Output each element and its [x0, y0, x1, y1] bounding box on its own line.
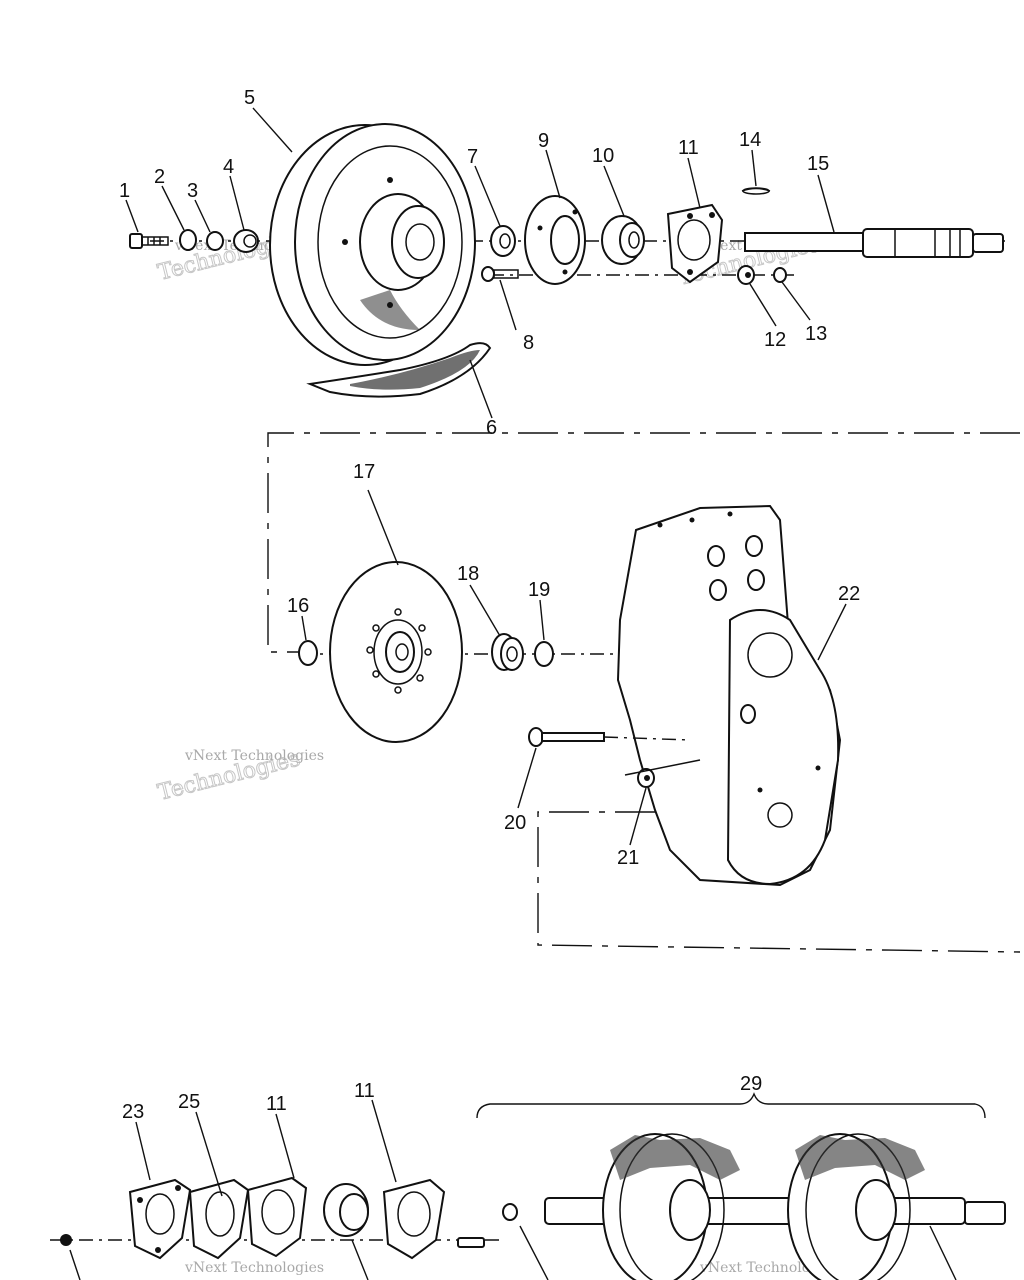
screw-part-8 [481, 266, 519, 282]
callout-14: 14 [739, 129, 761, 151]
lock-washer-part-13 [773, 267, 787, 283]
belt-hatch [350, 350, 480, 390]
callout-18: 18 [457, 563, 479, 585]
bottom-assembly [50, 1092, 1006, 1280]
callout-17: 17 [353, 461, 375, 483]
callout-25: 25 [178, 1091, 200, 1113]
washer-part-7 [490, 225, 516, 257]
sprocket-left [602, 1133, 740, 1280]
nut-part [60, 1234, 72, 1246]
callout-21: 21 [617, 847, 639, 869]
callout-labels: 1 2 3 4 5 6 7 8 9 10 11 12 13 14 15 16 1… [119, 87, 860, 1123]
callout-15: 15 [807, 153, 829, 175]
callout-6: 6 [486, 417, 497, 439]
callout-20: 20 [504, 812, 526, 834]
callout-8: 8 [523, 332, 534, 354]
flange-part-9 [524, 195, 586, 285]
leaders-bottom [69, 1099, 957, 1280]
lock-washer-part-3 [206, 231, 224, 251]
nut-part-21 [624, 759, 701, 788]
callout-7: 7 [467, 146, 478, 168]
callout-16: 16 [287, 595, 309, 617]
washer-part-2 [179, 229, 197, 251]
callout-9: 9 [538, 130, 549, 152]
bearing-flange-part-11-bottom-a [246, 1176, 308, 1258]
callout-11: 11 [678, 137, 699, 159]
callout-11-bottom-a: 11 [266, 1093, 287, 1115]
bolt-part-1 [129, 233, 169, 249]
flange-part-25 [188, 1178, 250, 1260]
circlip-part-14 [742, 187, 770, 195]
chaincase-part-22 [616, 504, 842, 887]
flange-part-23 [128, 1178, 192, 1260]
drive-pulley-part-5 [269, 123, 476, 366]
o-ring-part-19 [534, 641, 554, 667]
callout-5: 5 [244, 87, 255, 109]
bearing-flange-part-11-bottom-b [382, 1178, 446, 1260]
nut-part-12 [737, 265, 755, 285]
top-assembly [125, 107, 1020, 653]
callout-13: 13 [805, 323, 827, 345]
leaders-middle [301, 489, 847, 846]
callout-22: 22 [838, 583, 860, 605]
connection-line [537, 811, 1021, 953]
watermark-text: vNext Technologies [184, 1260, 324, 1276]
sprocket-right [787, 1133, 925, 1280]
bearing-part-18 [491, 633, 524, 671]
callout-12: 12 [764, 329, 786, 351]
spacer-part-4 [233, 229, 259, 253]
callout-29: 29 [740, 1073, 762, 1095]
callout-19: 19 [528, 579, 550, 601]
bearing-flange-part-11-top [666, 203, 724, 284]
bracket-part-29 [476, 1092, 986, 1119]
callout-23: 23 [122, 1101, 144, 1123]
callout-3: 3 [187, 180, 198, 202]
drive-shaft-part-15 [744, 228, 1004, 258]
bolt-part [457, 1237, 485, 1248]
bearing-part-10 [601, 215, 645, 265]
o-ring-part-16 [298, 640, 318, 666]
connection-line [267, 432, 1020, 653]
bolt-part-20 [528, 727, 691, 747]
callout-11-bottom-b: 11 [354, 1080, 375, 1102]
drive-axle-part-29 [502, 1133, 1006, 1280]
bearing-part [323, 1183, 369, 1237]
callout-1: 1 [119, 180, 130, 202]
middle-assembly [298, 489, 1021, 953]
sprocket-disc-part-17 [329, 561, 463, 743]
callout-4: 4 [223, 156, 234, 178]
callout-2: 2 [154, 166, 165, 188]
leaders-top [125, 107, 835, 419]
watermark-text: vNext Technologies [184, 748, 324, 764]
callout-10: 10 [592, 145, 614, 167]
